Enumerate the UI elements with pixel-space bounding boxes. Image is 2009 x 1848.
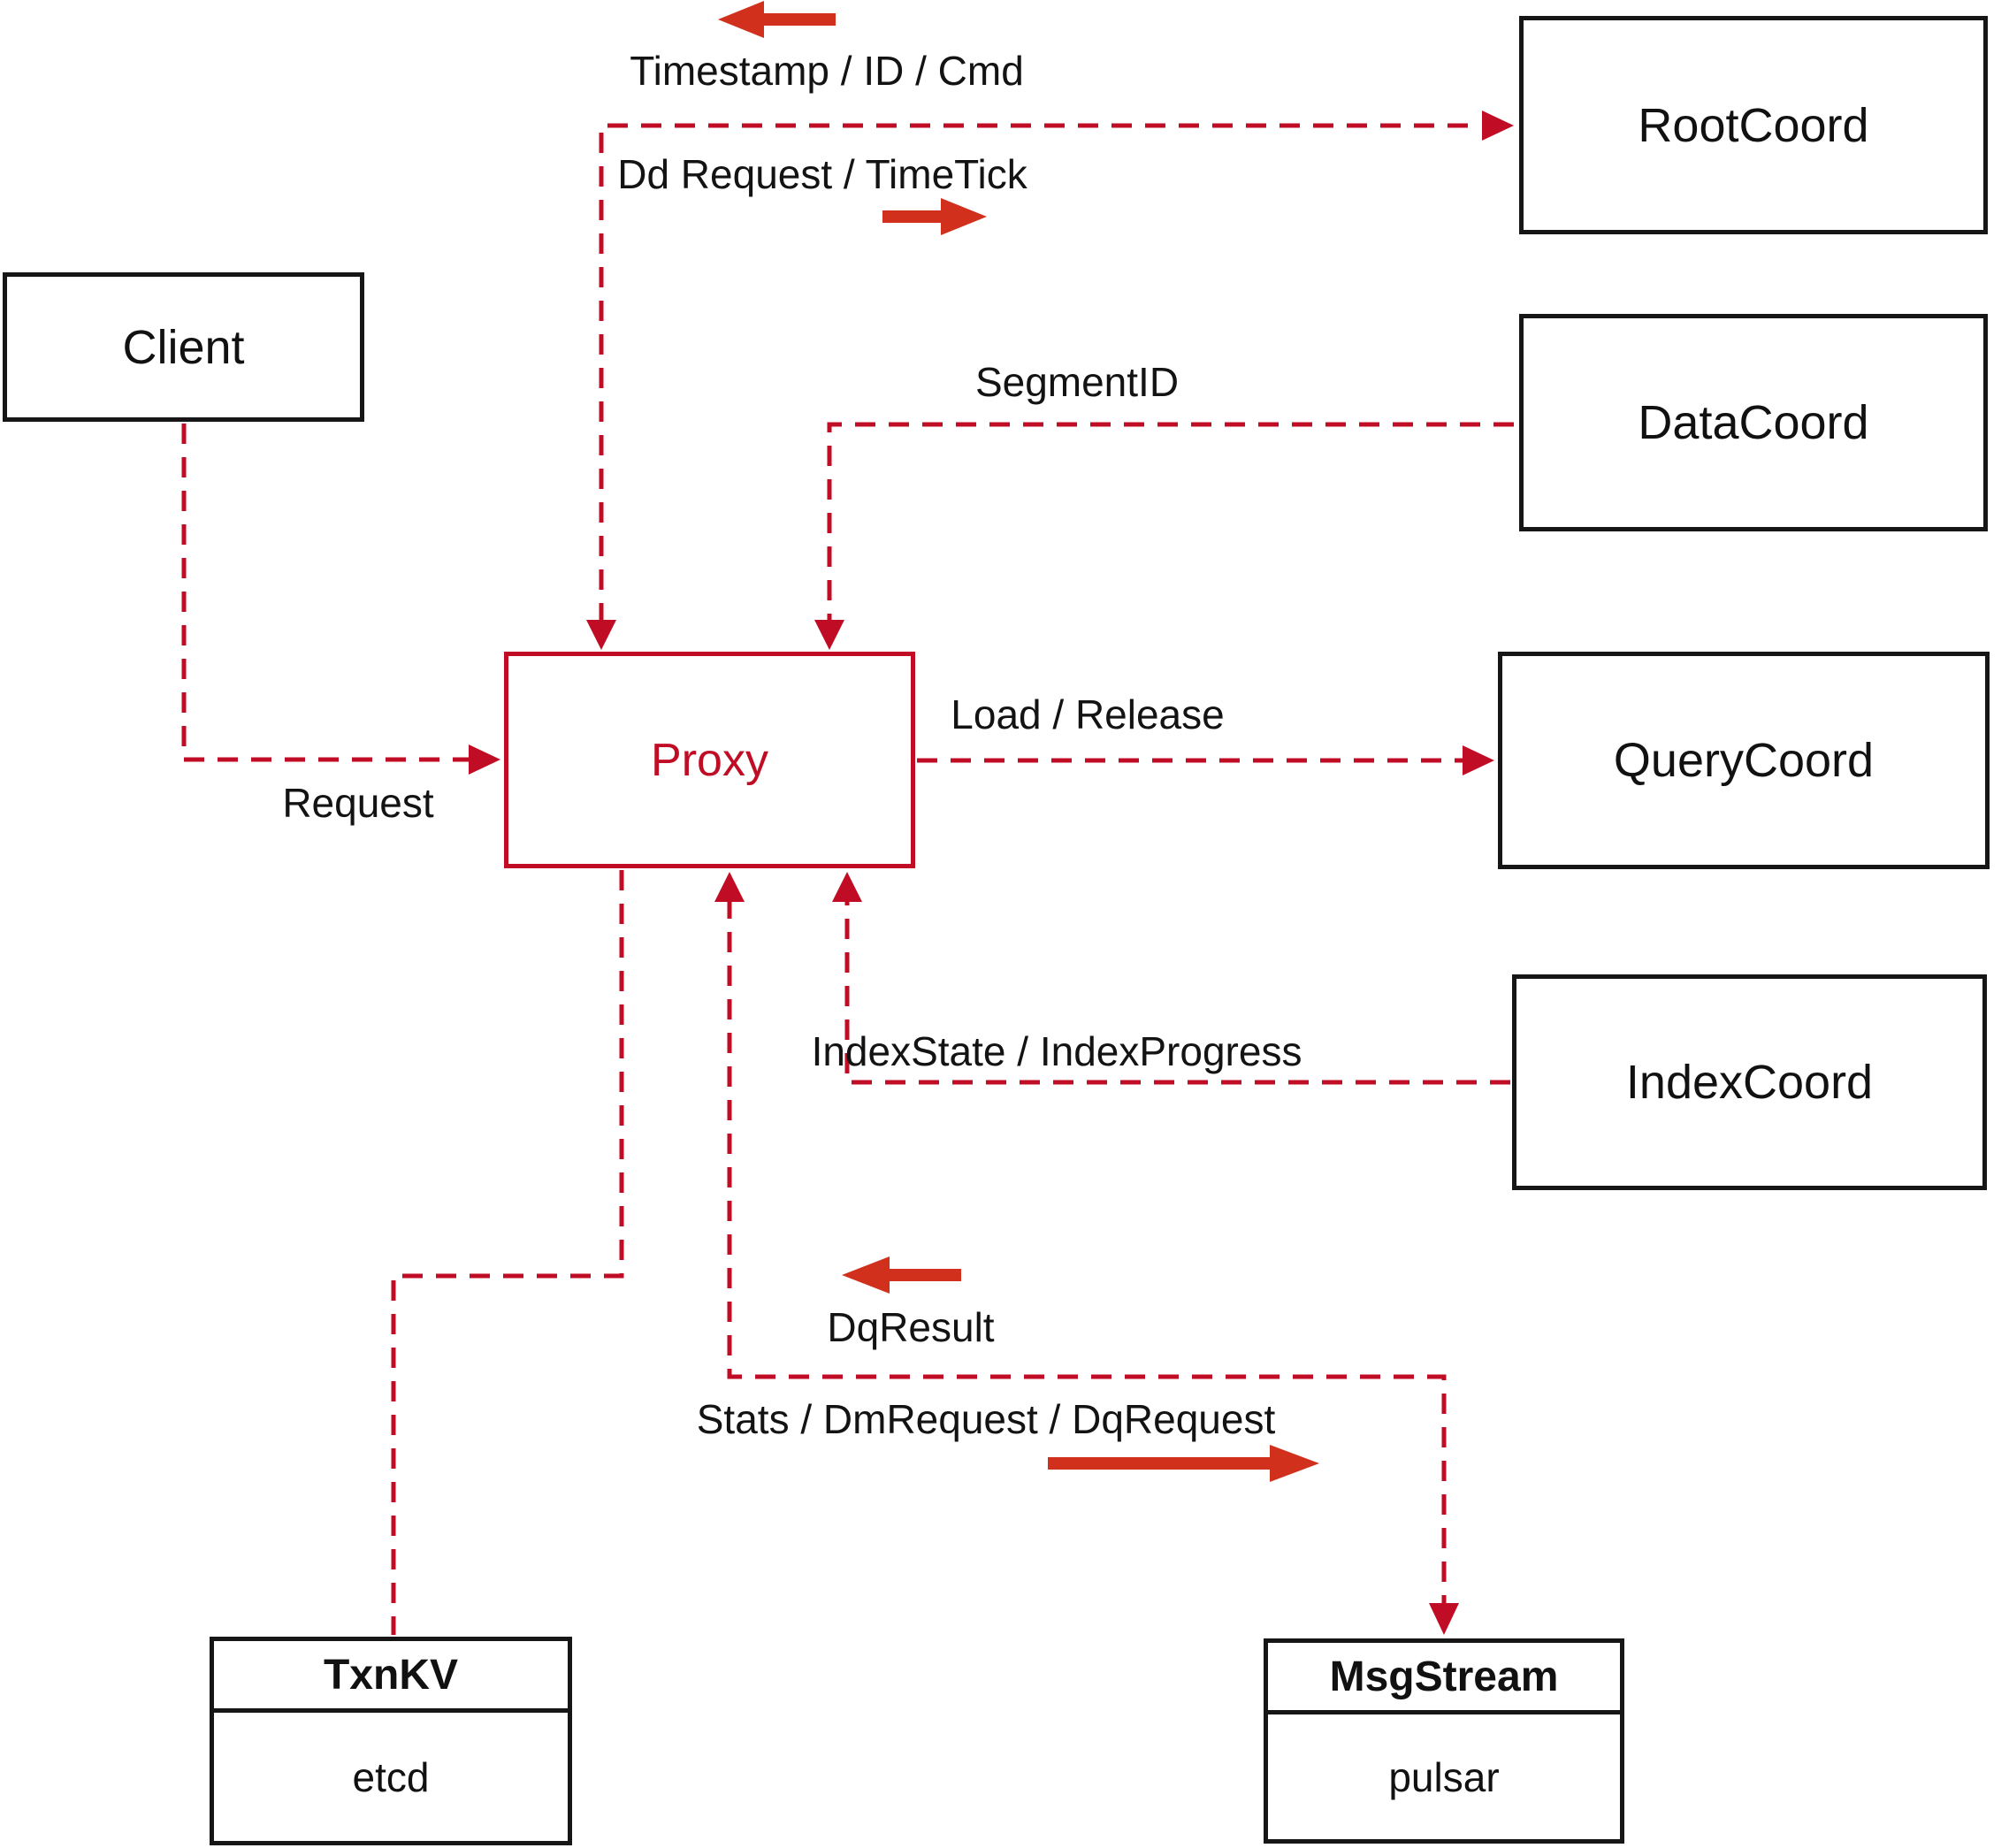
edge-proxy-rootcoord — [599, 123, 1480, 623]
arrowhead-into-proxy-bottom-middle — [714, 872, 745, 902]
node-txnkv-subtitle: etcd — [352, 1753, 430, 1800]
edge-label-dq-result: DqResult — [827, 1304, 995, 1350]
arrowhead-into-querycoord — [1463, 745, 1494, 775]
right-arrow-icon-ddrequest — [882, 198, 987, 235]
node-txnkv-title: TxnKV — [214, 1641, 568, 1713]
node-msgstream: MsgStream pulsar — [1264, 1638, 1624, 1844]
node-client: Client — [3, 272, 364, 422]
node-txnkv: TxnKV etcd — [210, 1637, 572, 1845]
arrowhead-into-proxy-bottom-right — [832, 872, 862, 902]
left-arrow-icon-timestamp — [718, 1, 836, 38]
edge-label-request: Request — [282, 780, 434, 826]
node-rootcoord-label: RootCoord — [1638, 98, 1869, 152]
edge-label-timestamp-id-cmd: Timestamp / ID / Cmd — [630, 48, 1024, 94]
node-msgstream-title: MsgStream — [1268, 1643, 1620, 1714]
node-proxy-label: Proxy — [651, 734, 768, 786]
left-arrow-icon-dqresult — [842, 1256, 961, 1294]
edge-client-proxy — [181, 424, 469, 762]
edge-indexcoord-proxy — [844, 898, 1510, 1085]
right-arrow-icon-stats — [1048, 1445, 1319, 1482]
node-proxy: Proxy — [504, 652, 915, 868]
arrowhead-into-proxy-top-left — [586, 620, 616, 650]
node-client-label: Client — [122, 320, 245, 374]
node-querycoord-label: QueryCoord — [1613, 734, 1875, 787]
node-indexcoord-label: IndexCoord — [1625, 1056, 1874, 1109]
edge-datacoord-proxy — [827, 422, 1514, 623]
edge-label-segment-id: SegmentID — [974, 359, 1180, 405]
arrowhead-into-proxy-left — [469, 745, 500, 775]
node-datacoord: DataCoord — [1519, 314, 1988, 531]
arrowhead-into-msgstream — [1429, 1603, 1459, 1635]
edge-proxy-msgstream — [727, 898, 1447, 1603]
node-msgstream-subtitle: pulsar — [1388, 1753, 1500, 1800]
arrowhead-into-rootcoord — [1482, 111, 1514, 141]
edge-label-dd-request-timetick: Dd Request / TimeTick — [617, 151, 1027, 197]
node-querycoord: QueryCoord — [1498, 652, 1990, 869]
edge-proxy-txnkv — [391, 870, 624, 1635]
arrowhead-into-proxy-top-right — [814, 620, 844, 650]
node-rootcoord: RootCoord — [1519, 16, 1988, 234]
edge-label-load-release: Load / Release — [951, 691, 1225, 737]
node-indexcoord: IndexCoord — [1512, 974, 1987, 1190]
edge-label-stats-dm-dq: Stats / DmRequest / DqRequest — [696, 1396, 1276, 1442]
edge-label-index-state-progress: IndexState / IndexProgress — [811, 1028, 1302, 1074]
node-datacoord-label: DataCoord — [1638, 396, 1869, 449]
